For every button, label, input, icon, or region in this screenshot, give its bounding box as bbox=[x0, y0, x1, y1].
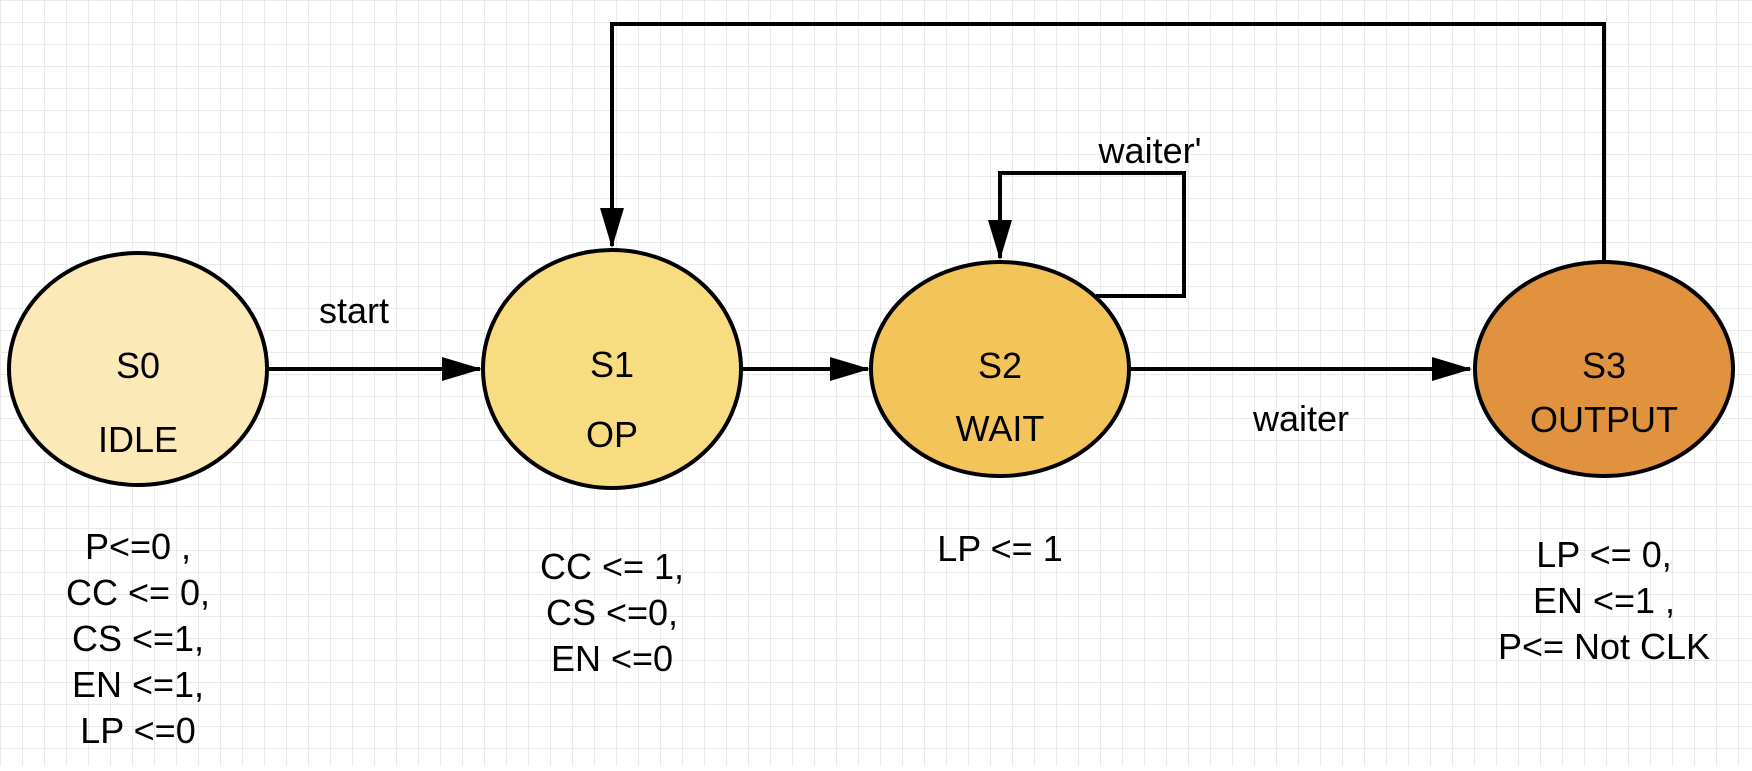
action-line: CC <= 0, bbox=[66, 572, 210, 613]
state-s3-desc: OUTPUT bbox=[1530, 399, 1678, 440]
action-line: LP <= 0, bbox=[1536, 534, 1671, 575]
action-line: CS <=1, bbox=[72, 618, 204, 659]
action-line: LP <= 1 bbox=[937, 528, 1062, 569]
state-s1: S1 OP bbox=[481, 248, 743, 490]
action-line: EN <=1 , bbox=[1533, 580, 1675, 621]
edge-label-waiter-prime: waiter' bbox=[1098, 130, 1202, 171]
actions-s0: P<=0 , CC <= 0, CS <=1, EN <=1, LP <=0 bbox=[66, 526, 210, 751]
state-s0: S0 IDLE bbox=[7, 251, 269, 487]
state-s1-name: S1 bbox=[590, 344, 634, 385]
actions-s1: CC <= 1, CS <=0, EN <=0 bbox=[540, 546, 684, 679]
state-s0-circle bbox=[7, 251, 269, 487]
state-s0-name: S0 bbox=[116, 345, 160, 386]
state-s2-name: S2 bbox=[978, 345, 1022, 386]
edge-label-waiter: waiter bbox=[1252, 398, 1349, 439]
state-s3: S3 OUTPUT bbox=[1473, 260, 1735, 478]
state-s1-circle bbox=[481, 248, 743, 490]
state-s2-circle bbox=[869, 260, 1131, 478]
action-line: LP <=0 bbox=[80, 710, 195, 751]
state-s1-desc: OP bbox=[586, 414, 638, 455]
edge-label-start: start bbox=[319, 290, 389, 331]
action-line: CS <=0, bbox=[546, 592, 678, 633]
action-line: EN <=0 bbox=[551, 638, 673, 679]
edge-s3-s1 bbox=[600, 22, 1606, 261]
state-s2-desc: WAIT bbox=[956, 408, 1045, 449]
actions-s2: LP <= 1 bbox=[937, 528, 1062, 569]
state-s3-circle bbox=[1473, 260, 1735, 478]
action-line: EN <=1, bbox=[72, 664, 204, 705]
actions-s3: LP <= 0, EN <=1 , P<= Not CLK bbox=[1498, 534, 1710, 667]
state-s0-desc: IDLE bbox=[98, 419, 178, 460]
edge-s2-self-loop bbox=[988, 171, 1186, 298]
state-s3-name: S3 bbox=[1582, 345, 1626, 386]
action-line: CC <= 1, bbox=[540, 546, 684, 587]
state-s2: S2 WAIT bbox=[869, 260, 1131, 478]
action-line: P<= Not CLK bbox=[1498, 626, 1710, 667]
action-line: P<=0 , bbox=[85, 526, 191, 567]
